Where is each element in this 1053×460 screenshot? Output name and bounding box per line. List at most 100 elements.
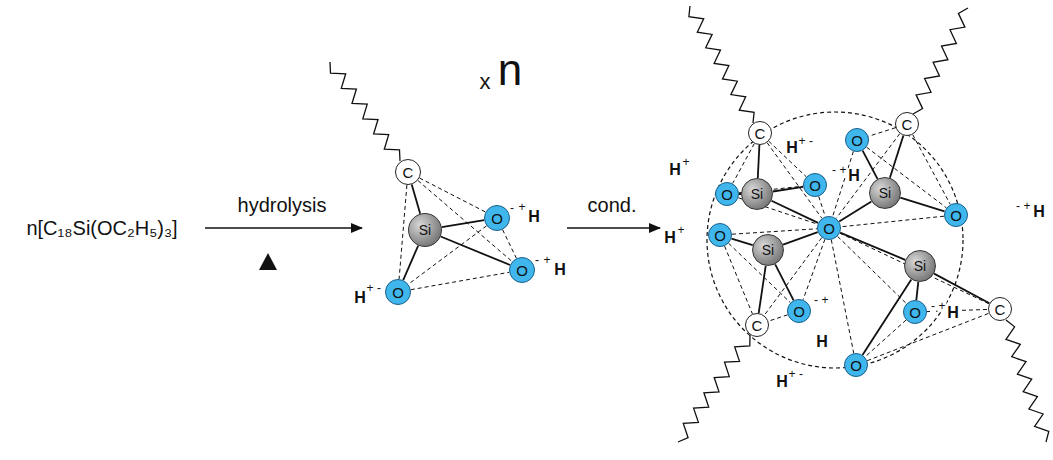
atom-symbol: O	[793, 304, 805, 319]
charge-label: +	[676, 224, 685, 236]
bond-line	[732, 239, 753, 246]
atom-symbol: C	[752, 318, 763, 333]
atom-symbol: O	[909, 305, 921, 320]
tetrahedron-edge	[913, 135, 951, 205]
bond-line	[916, 282, 918, 300]
charge-label: +	[1022, 200, 1031, 212]
charge-label: +	[681, 156, 690, 168]
charge-label: -	[509, 202, 515, 214]
tetrahedron-edge	[865, 320, 906, 357]
bond-line	[403, 246, 418, 281]
bond-line	[890, 135, 904, 177]
atom-circle: Si	[408, 213, 442, 247]
tetrahedron-edge	[867, 313, 989, 360]
bond-line	[758, 145, 760, 178]
bond-line	[900, 198, 944, 212]
atom-symbol: O	[392, 285, 404, 300]
charge-label: H	[847, 168, 861, 184]
bond-line	[783, 232, 818, 245]
tetrahedron-edge	[503, 230, 517, 259]
bond-line	[839, 202, 871, 222]
annotation-label: cond.	[587, 195, 638, 215]
charge-label: +	[937, 300, 946, 312]
cluster-boundary	[707, 112, 963, 368]
charge-label: H	[663, 230, 677, 246]
atom-circle: O	[385, 279, 411, 305]
tetrahedron-edge	[833, 151, 854, 216]
atom-symbol: Si	[879, 186, 891, 200]
atom-symbol: C	[902, 117, 913, 132]
atom-circle: C	[748, 121, 772, 145]
atom-symbol: Si	[762, 243, 774, 257]
reaction-arrow	[205, 227, 362, 229]
tetrahedron-edge	[868, 128, 895, 137]
charge-label: H	[553, 262, 567, 278]
tetrahedron-edge	[399, 185, 407, 279]
charge-label: H	[815, 334, 829, 350]
tetrahedron-edge	[803, 239, 825, 299]
charge-label: -	[930, 300, 936, 312]
atom-circle: C	[988, 297, 1012, 321]
atom-symbol: O	[491, 211, 503, 226]
bond-line	[772, 201, 819, 223]
atom-symbol: O	[823, 221, 835, 236]
atom-circle: O	[803, 173, 827, 197]
charge-label: +	[542, 254, 551, 266]
tetrahedron-edge	[838, 236, 907, 303]
atom-symbol: O	[516, 263, 528, 278]
charge-label: +	[838, 164, 847, 176]
annotation-label: x	[479, 71, 492, 93]
bond-line	[442, 220, 484, 227]
atom-circle: O	[817, 216, 841, 240]
charge-label: -	[798, 368, 804, 380]
tetrahedron-edge	[831, 240, 853, 353]
charge-label: -	[376, 282, 382, 294]
charge-label: +	[820, 294, 829, 306]
alkyl-chain	[330, 62, 400, 161]
alkyl-chain	[678, 335, 750, 442]
alkyl-chains	[330, 6, 1049, 442]
atom-symbol: Si	[751, 187, 763, 201]
bond-line	[775, 264, 793, 300]
atom-circle: Si	[741, 178, 773, 210]
charge-label: +	[365, 282, 374, 294]
atom-symbol: O	[721, 187, 733, 202]
formula-label: n[C₁₈Si(OC₂H₅)₃]	[25, 218, 178, 238]
charge-label: +	[787, 368, 796, 380]
atom-symbol: O	[950, 208, 962, 223]
atom-circle: O	[944, 203, 968, 227]
atom-symbol: C	[403, 165, 414, 180]
atom-circle: C	[395, 159, 421, 185]
charge-label: +	[797, 135, 806, 147]
tetrahedron-edge	[841, 216, 944, 227]
charge-label: H	[1032, 204, 1046, 220]
charge-label: -	[808, 135, 814, 147]
atom-circle: O	[844, 353, 868, 377]
atom-symbol: Si	[914, 259, 926, 273]
charge-label: -	[1015, 200, 1021, 212]
atom-symbol: O	[851, 133, 863, 148]
atom-circle: O	[903, 300, 927, 324]
atom-circle: C	[895, 112, 919, 136]
bond-line	[863, 151, 878, 179]
charge-label: +	[517, 201, 526, 213]
reaction-arrow	[567, 227, 660, 229]
tetrahedron-edge	[733, 144, 755, 184]
atom-circle: O	[787, 299, 811, 323]
tetrahedron-edge	[411, 272, 509, 289]
atom-circle: Si	[752, 234, 784, 266]
atom-circle: O	[509, 257, 535, 283]
annotation-label: n	[497, 48, 523, 92]
atom-circle: O	[708, 223, 732, 247]
atom-circle: C	[745, 313, 769, 337]
atom-circle: Si	[904, 250, 936, 282]
alkyl-chain	[689, 6, 754, 123]
atom-circle: O	[484, 205, 510, 231]
atom-symbol: C	[995, 302, 1006, 317]
charge-label: -	[534, 254, 540, 266]
bond-line	[412, 185, 421, 214]
atom-symbol: C	[755, 126, 766, 141]
tetrahedron-edge	[732, 229, 817, 234]
atom-circle: O	[715, 182, 739, 206]
